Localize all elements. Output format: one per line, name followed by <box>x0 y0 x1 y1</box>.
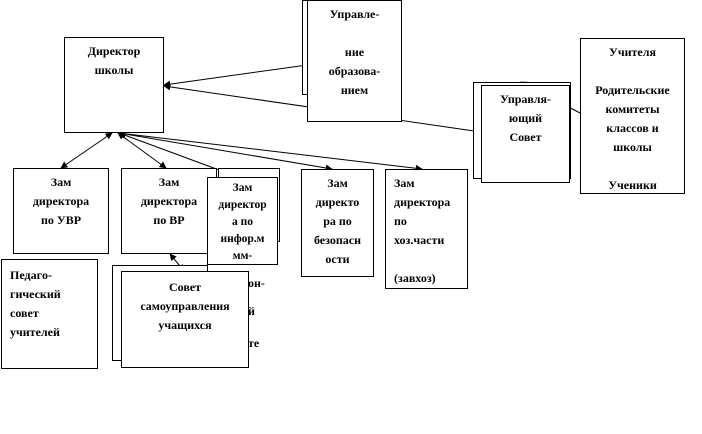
deputy-household-box[interactable]: Зам директора по хоз.части (завхоз) <box>385 169 468 289</box>
stakeholders-box[interactable]: Учителя Родительские комитеты классов и … <box>580 38 685 194</box>
edge-director-deputy-household <box>118 130 423 172</box>
deputy-uvr-label: Зам директора по УВР <box>32 175 90 227</box>
deputy-vr-box[interactable]: Зам директора по ВР <box>121 168 217 254</box>
hidden-fragment: он- <box>248 276 265 290</box>
deputy-household-label: Зам директора по хоз.части (завхоз) <box>394 176 451 285</box>
pedagogical-council-label: Педагo- гический совет учителей <box>10 268 61 339</box>
student-council-box[interactable]: Совет самоуправления учащихся <box>121 271 249 368</box>
deputy-safety-box[interactable]: Зам директо ра по безопасн ости <box>301 169 374 277</box>
pedagogical-council-box[interactable]: Педагo- гический совет учителей <box>1 259 98 369</box>
edge-director-deputy-safety <box>118 130 333 172</box>
deputy-info-label: Зам директор а по инфор.м мм- <box>218 182 267 262</box>
deputy-safety-label: Зам директо ра по безопасн ости <box>313 176 362 266</box>
governing-council-label: Управля- ющий Совет <box>500 92 551 144</box>
hidden-fragment: те <box>248 336 260 350</box>
deputy-vr-label: Зам директора по ВР <box>140 175 198 227</box>
education-dept-box[interactable]: Управле- ние образова- нием <box>307 0 402 122</box>
deputy-uvr-box[interactable]: Зам директора по УВР <box>13 168 109 254</box>
director-label: Директор школы <box>87 44 141 77</box>
edge-director-deputy-uvr <box>60 132 113 169</box>
governing-council-box[interactable]: Управля- ющий Совет <box>481 85 570 183</box>
deputy-info-box[interactable]: Зам директор а по инфор.м мм- <box>207 177 278 265</box>
education-dept-label: Управле- ние образова- нием <box>328 7 381 97</box>
edge-director-deputy-vr <box>117 132 167 169</box>
edge-education-to-director <box>163 64 308 88</box>
hidden-fragment: й <box>248 304 255 318</box>
student-council-label: Совет самоуправления учащихся <box>140 280 230 332</box>
director-box[interactable]: Директор школы <box>64 37 164 133</box>
stakeholders-label: Учителя Родительские комитеты классов и … <box>595 45 670 192</box>
